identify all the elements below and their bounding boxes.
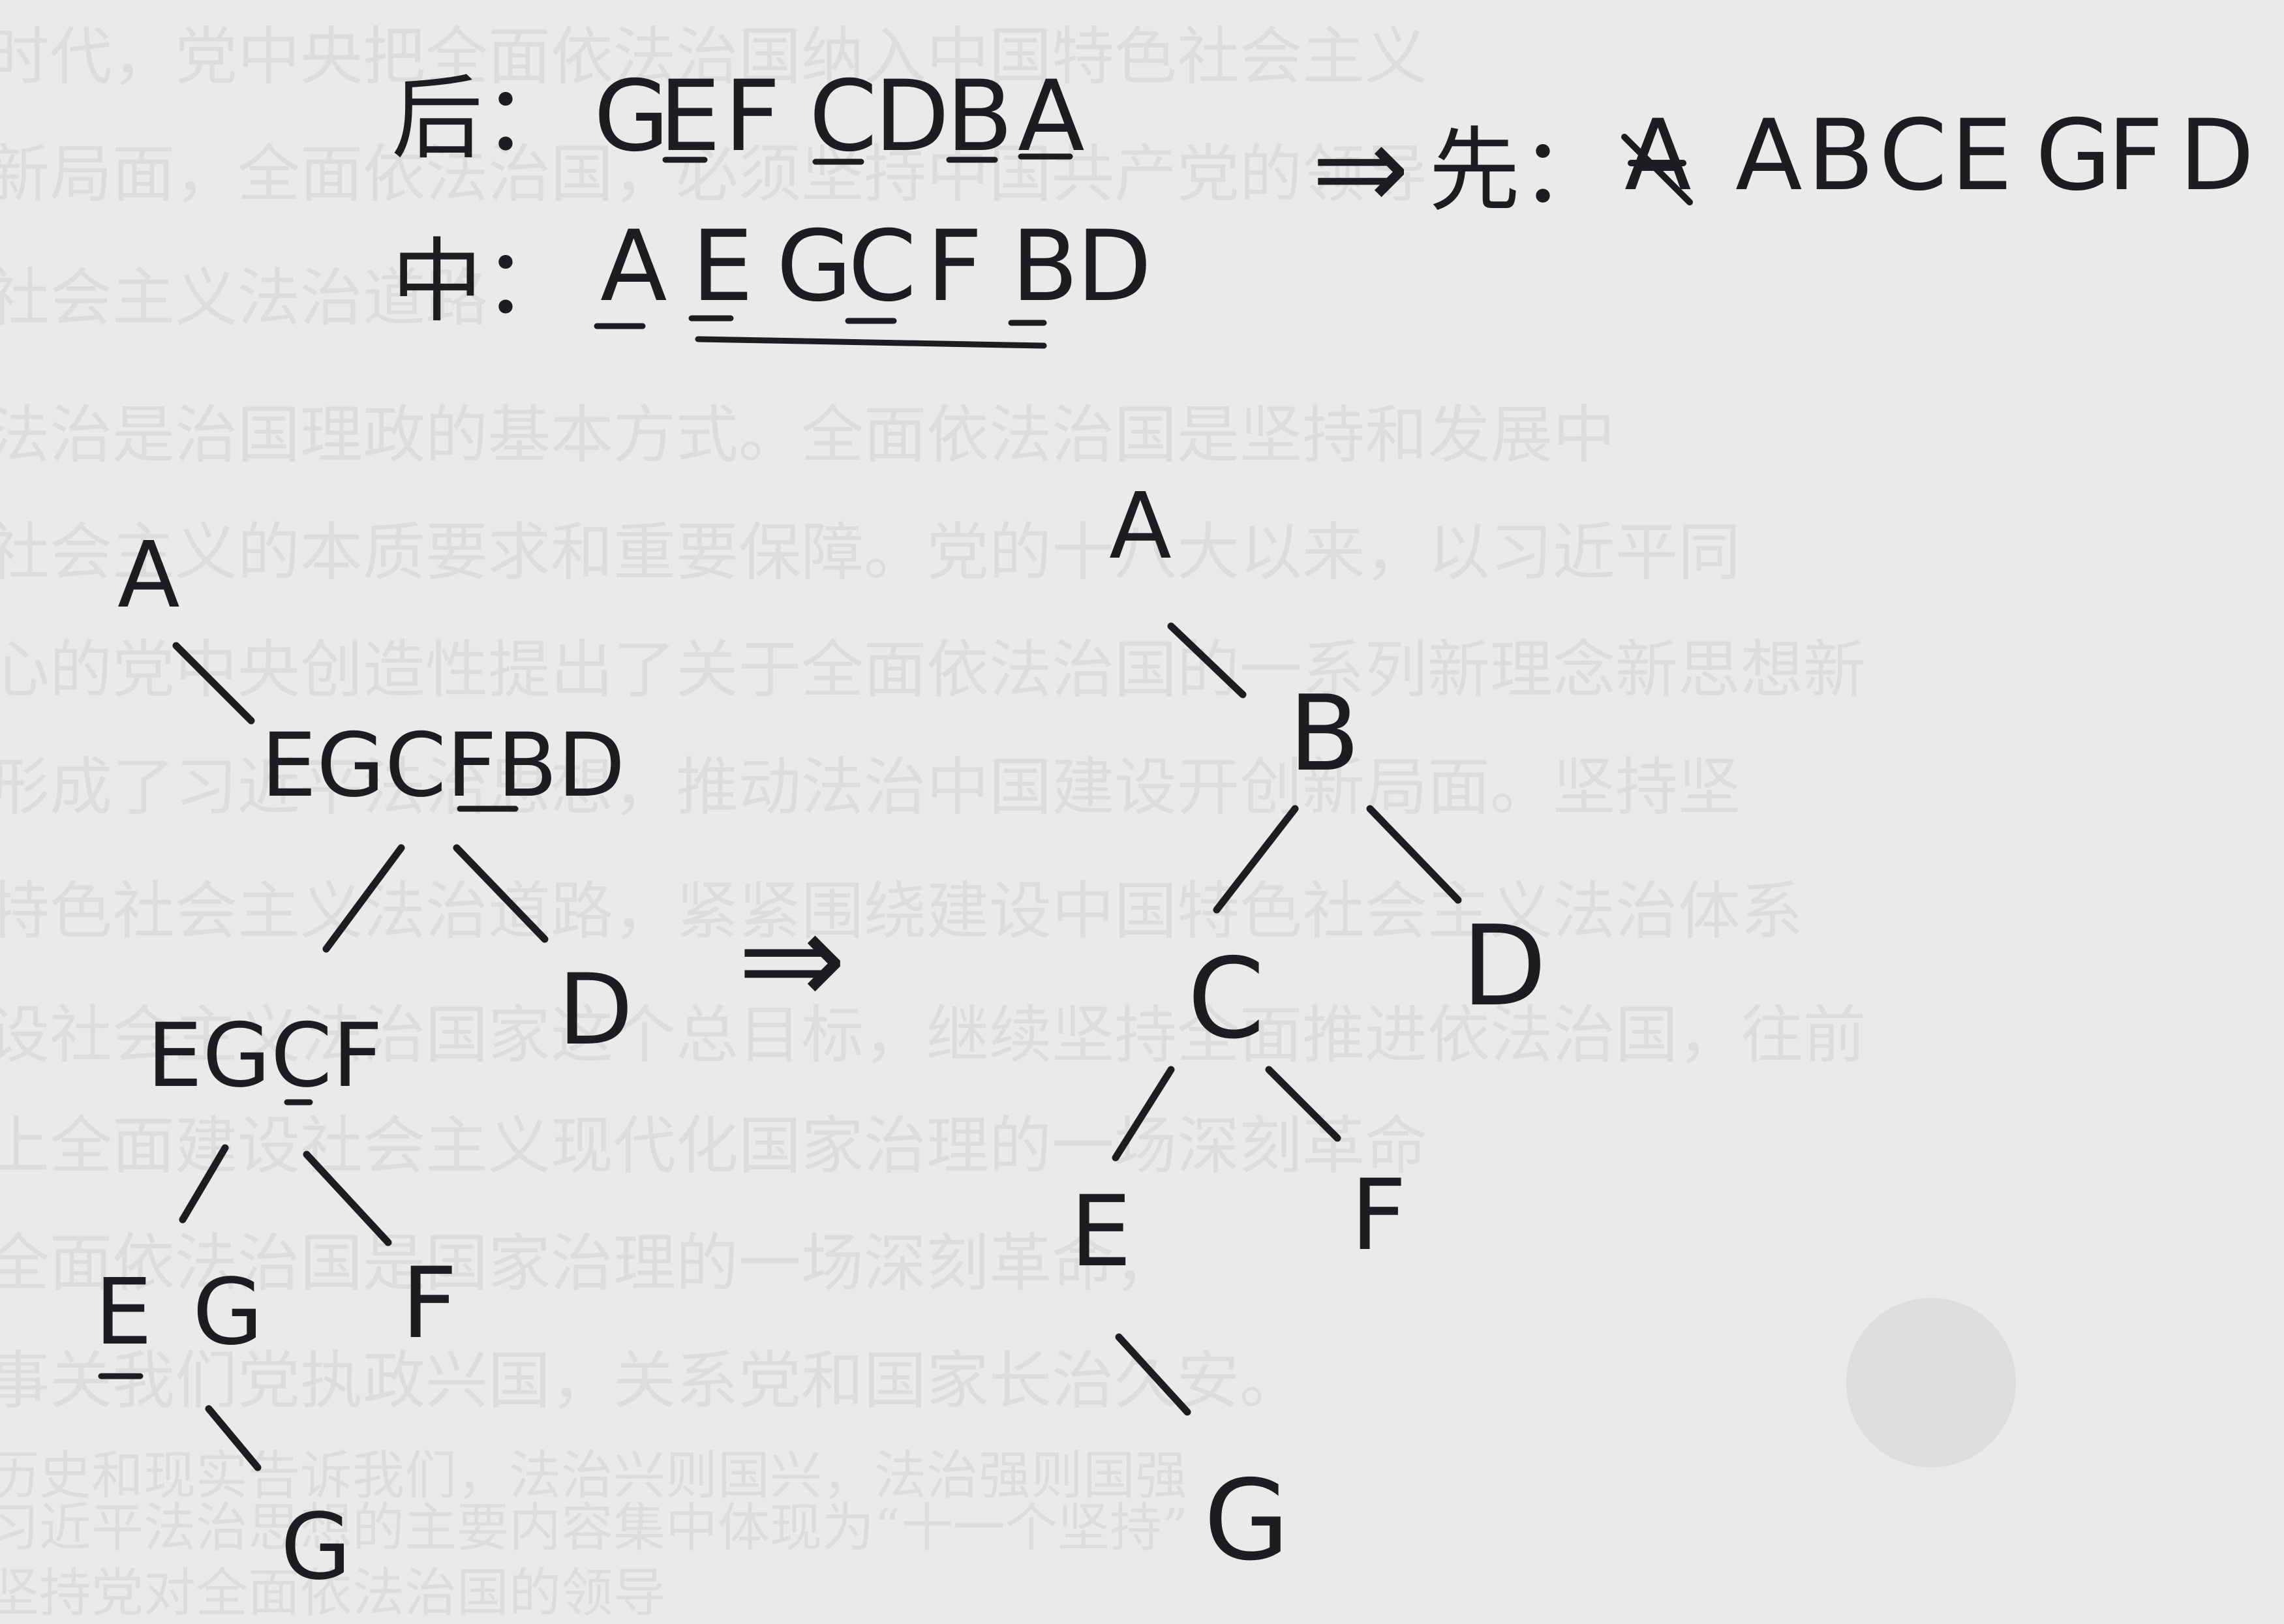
bg-line-14: 习近平法治思想的主要内容集中体现为“十一个坚持” xyxy=(0,1497,1189,1558)
right-node-g: G xyxy=(1204,1456,1290,1586)
edge-egcf-f xyxy=(303,1150,392,1246)
background-printed-text: 时代，党中央把全面依法治国纳入中国特色社会主义 新局面，全面依法治国，必须坚持中… xyxy=(0,20,1866,1623)
right-node-c: C xyxy=(1187,935,1265,1064)
edge-a-egcfbd xyxy=(172,642,255,725)
edge-g-g xyxy=(205,1405,262,1471)
traversal-notes: 后： G E F C D B A 中： A E G C F B D ⇒ 先 xyxy=(391,60,2255,349)
preorder-letter-1: A xyxy=(1735,99,1803,213)
left-node-f: F xyxy=(401,1247,457,1361)
edge-egcfbd-egcf xyxy=(322,844,405,953)
right-tree-edges xyxy=(1112,622,1462,1416)
postorder-letter-2: E xyxy=(659,60,721,173)
right-node-a: A xyxy=(1109,474,1172,580)
paper-stain xyxy=(1846,1298,2016,1467)
inorder-label: 中： xyxy=(391,229,574,335)
edge-egcf-e xyxy=(179,1144,229,1224)
postorder-letter-3: F xyxy=(724,60,780,173)
bg-line-3: 社会主义法治道路 xyxy=(0,262,488,335)
right-node-f: F xyxy=(1350,1159,1407,1272)
inorder-letter-7: D xyxy=(1076,210,1152,323)
preorder-letter-3: C xyxy=(1879,99,1947,213)
postorder-letter-4: C xyxy=(809,60,877,173)
bg-line-6: 心的党中央创造性提出了关于全面依法治国的一系列新理念新思想新 xyxy=(0,633,1866,706)
bg-line-4: 法治是治国理政的基本方式。全面依法治国是坚持和发展中 xyxy=(0,398,1615,472)
tree-implies-arrow: ⇒ xyxy=(737,884,847,1036)
inorder-underlines xyxy=(594,315,1047,349)
bg-line-13: 历史和现实告诉我们，法治兴则国兴，法治强则国强 xyxy=(0,1445,1187,1506)
inorder-letter-4: C xyxy=(848,210,917,323)
left-node-egcf: EGCF xyxy=(147,1004,383,1107)
inorder-letter-3: G xyxy=(776,210,852,323)
right-node-e: E xyxy=(1070,1175,1132,1289)
postorder-letter-6: B xyxy=(946,60,1013,173)
left-node-a: A xyxy=(117,522,180,629)
bg-line-10: 上全面建设社会主义现代化国家治理的一场深刻革命 xyxy=(0,1109,1427,1182)
bg-line-12: 事关我们党执政兴国，关系党和国家长治久安。 xyxy=(0,1344,1302,1417)
inorder-letter-1: A xyxy=(600,210,667,323)
bg-line-1: 时代，党中央把全面依法治国纳入中国特色社会主义 xyxy=(0,20,1427,93)
edge-b-c xyxy=(1213,805,1299,914)
right-node-d: D xyxy=(1461,902,1547,1031)
edge-c-e xyxy=(1112,1066,1175,1162)
edge-c-f xyxy=(1265,1066,1341,1142)
bg-line-7: 形成了习近平法治思想，推动法治中国建设开创新局面。坚持坚 xyxy=(0,751,1741,824)
postorder-underlines xyxy=(662,153,1073,165)
edge-egcfbd-d xyxy=(453,844,549,943)
preorder-letter-6: F xyxy=(2107,99,2163,213)
right-node-b: B xyxy=(1288,672,1360,794)
left-node-d: D xyxy=(558,954,633,1067)
preorder-implies-arrow: ⇒ xyxy=(1311,100,1410,237)
bg-line-15: 坚持党对全面依法治国的领导 xyxy=(0,1563,665,1623)
edge-e-g xyxy=(1115,1333,1191,1416)
bg-line-5: 社会主义的本质要求和重要保障。党的十八大以来，以习近平同 xyxy=(0,516,1741,589)
preorder-label: 先： xyxy=(1429,118,1611,224)
right-result-tree: A B C D E F G xyxy=(1070,474,1547,1586)
left-derivation-tree: A EGCFBD D EGCF E G F G xyxy=(95,522,633,1601)
left-node-g-leaf: G xyxy=(281,1494,352,1601)
inorder-letter-2: E xyxy=(692,210,754,323)
preorder-letter-2: B xyxy=(1807,99,1874,213)
postorder-letter-5: D xyxy=(874,60,950,173)
bg-line-8: 特色社会主义法治道路，紧紧围绕建设中国特色社会主义法治体系 xyxy=(0,875,1803,948)
left-tree-edges xyxy=(172,642,549,1471)
bg-line-9: 设社会主义法治国家这个总目标，继续坚持全面推进依法治国，往前 xyxy=(0,999,1866,1072)
inorder-letter-6: B xyxy=(1011,210,1078,323)
bg-line-2: 新局面，全面依法治国，必须坚持中国共产党的领导 xyxy=(0,138,1427,211)
left-node-g-mid: G xyxy=(192,1259,264,1366)
edge-b-d xyxy=(1366,805,1462,904)
postorder-label: 后： xyxy=(391,66,574,172)
postorder-letter-1: G xyxy=(594,60,669,173)
preorder-letter-4: E xyxy=(1951,99,2013,213)
bg-line-11: 全面依法治国是国家治理的一场深刻革命， xyxy=(0,1227,1177,1300)
preorder-strike-mark xyxy=(1621,134,1693,205)
left-node-e: E xyxy=(95,1259,152,1366)
left-node-egcfbd: EGCFBD xyxy=(261,714,625,817)
preorder-letter-7: D xyxy=(2179,99,2255,213)
edge-a-b xyxy=(1167,622,1247,699)
inorder-letter-5: F xyxy=(926,210,982,323)
preorder-letter-5: G xyxy=(2035,99,2111,213)
